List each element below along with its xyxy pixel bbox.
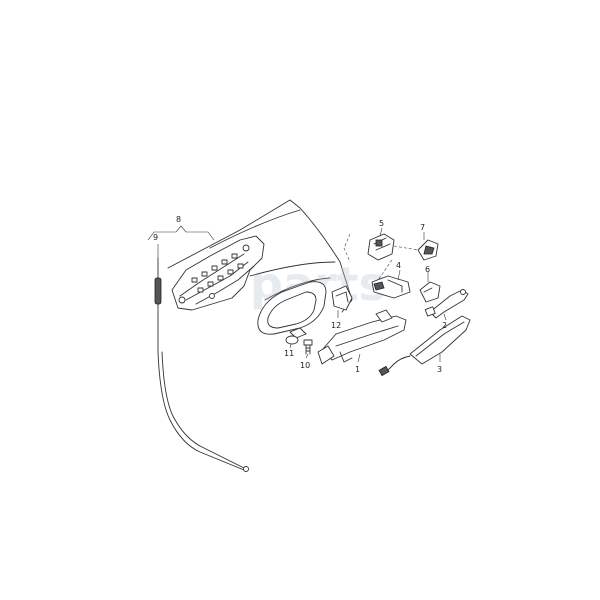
- small-bracket: [331, 285, 353, 311]
- callout-bracket-8-9: [147, 225, 215, 258]
- seal-strip: [424, 289, 469, 319]
- gasket-frame: [257, 281, 327, 339]
- callout-1: 1: [355, 365, 360, 374]
- door-panel: [167, 199, 353, 313]
- carrier-bracket: [171, 235, 265, 311]
- callout-8: 8: [176, 215, 181, 224]
- callout-4: 4: [396, 261, 401, 270]
- lock-cap: [417, 239, 439, 261]
- clip: [285, 335, 299, 345]
- callout-11: 11: [284, 349, 294, 358]
- door-handle: [317, 309, 407, 365]
- callout-9: 9: [153, 233, 158, 242]
- assembly-lines: [343, 233, 419, 281]
- callout-labels: 1 2 3 4 5 6 7 8 9 10 11 12: [153, 215, 447, 374]
- screw: [303, 339, 313, 355]
- callout-5: 5: [379, 219, 384, 228]
- bowden-cable: [154, 257, 249, 472]
- lock-cylinder: [371, 275, 411, 299]
- callout-3: 3: [437, 365, 442, 374]
- handle-cover: [378, 315, 471, 377]
- cover-cap: [419, 281, 441, 303]
- callout-12: 12: [331, 321, 341, 330]
- callout-7: 7: [420, 223, 425, 232]
- bracket-holes: [178, 244, 250, 304]
- callout-leaders: [289, 227, 447, 363]
- lock-cylinder-housing: [367, 233, 395, 261]
- callout-10: 10: [300, 361, 310, 370]
- callout-6: 6: [425, 265, 430, 274]
- callout-2: 2: [442, 321, 447, 330]
